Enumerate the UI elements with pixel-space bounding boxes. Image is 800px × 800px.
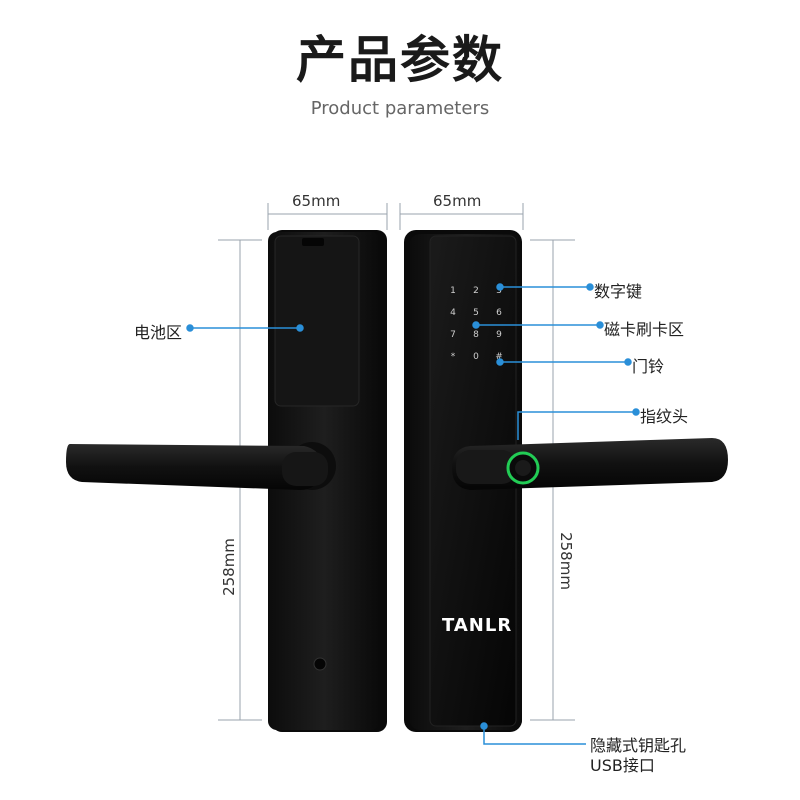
brand-logo-text: TANLR xyxy=(442,615,513,636)
keypad-key: 5 xyxy=(473,308,479,318)
keypad-key: # xyxy=(495,352,503,362)
callout-battery: 电池区 xyxy=(134,323,183,342)
callout-key-hole: 隐藏式钥匙孔 xyxy=(590,736,687,755)
keypad: 1 2 3 4 5 6 7 8 9 * 0 # xyxy=(450,286,503,362)
keypad-key: 4 xyxy=(450,308,456,318)
keypad-key: 2 xyxy=(473,286,479,296)
keypad-key: 7 xyxy=(450,330,456,340)
callout-card-area: 磁卡刷卡区 xyxy=(604,320,685,339)
keypad-key: 0 xyxy=(473,352,479,362)
back-height-label: 258mm xyxy=(219,538,238,596)
callout-lines xyxy=(186,283,640,745)
callout-usb-port: USB接口 xyxy=(590,756,655,775)
callout-doorbell: 门铃 xyxy=(632,357,665,376)
front-height-label: 258mm xyxy=(556,532,575,590)
keypad-key: 8 xyxy=(473,330,479,340)
page-title: 产品参数 xyxy=(296,31,504,89)
back-panel xyxy=(66,230,387,732)
callout-fingerprint: 指纹头 xyxy=(640,407,689,426)
keypad-key: 9 xyxy=(496,330,502,340)
keypad-key: 3 xyxy=(496,286,502,296)
keypad-key: * xyxy=(451,352,456,362)
width-dimension-back xyxy=(267,203,388,230)
keypad-key: 6 xyxy=(496,308,502,318)
callout-keypad: 数字键 xyxy=(594,282,643,301)
front-panel xyxy=(404,230,728,732)
page-subtitle: Product parameters xyxy=(310,98,490,119)
back-width-label: 65mm xyxy=(292,192,341,210)
keypad-key: 1 xyxy=(450,286,456,296)
width-dimension-front xyxy=(399,203,524,230)
front-width-label: 65mm xyxy=(433,192,482,210)
